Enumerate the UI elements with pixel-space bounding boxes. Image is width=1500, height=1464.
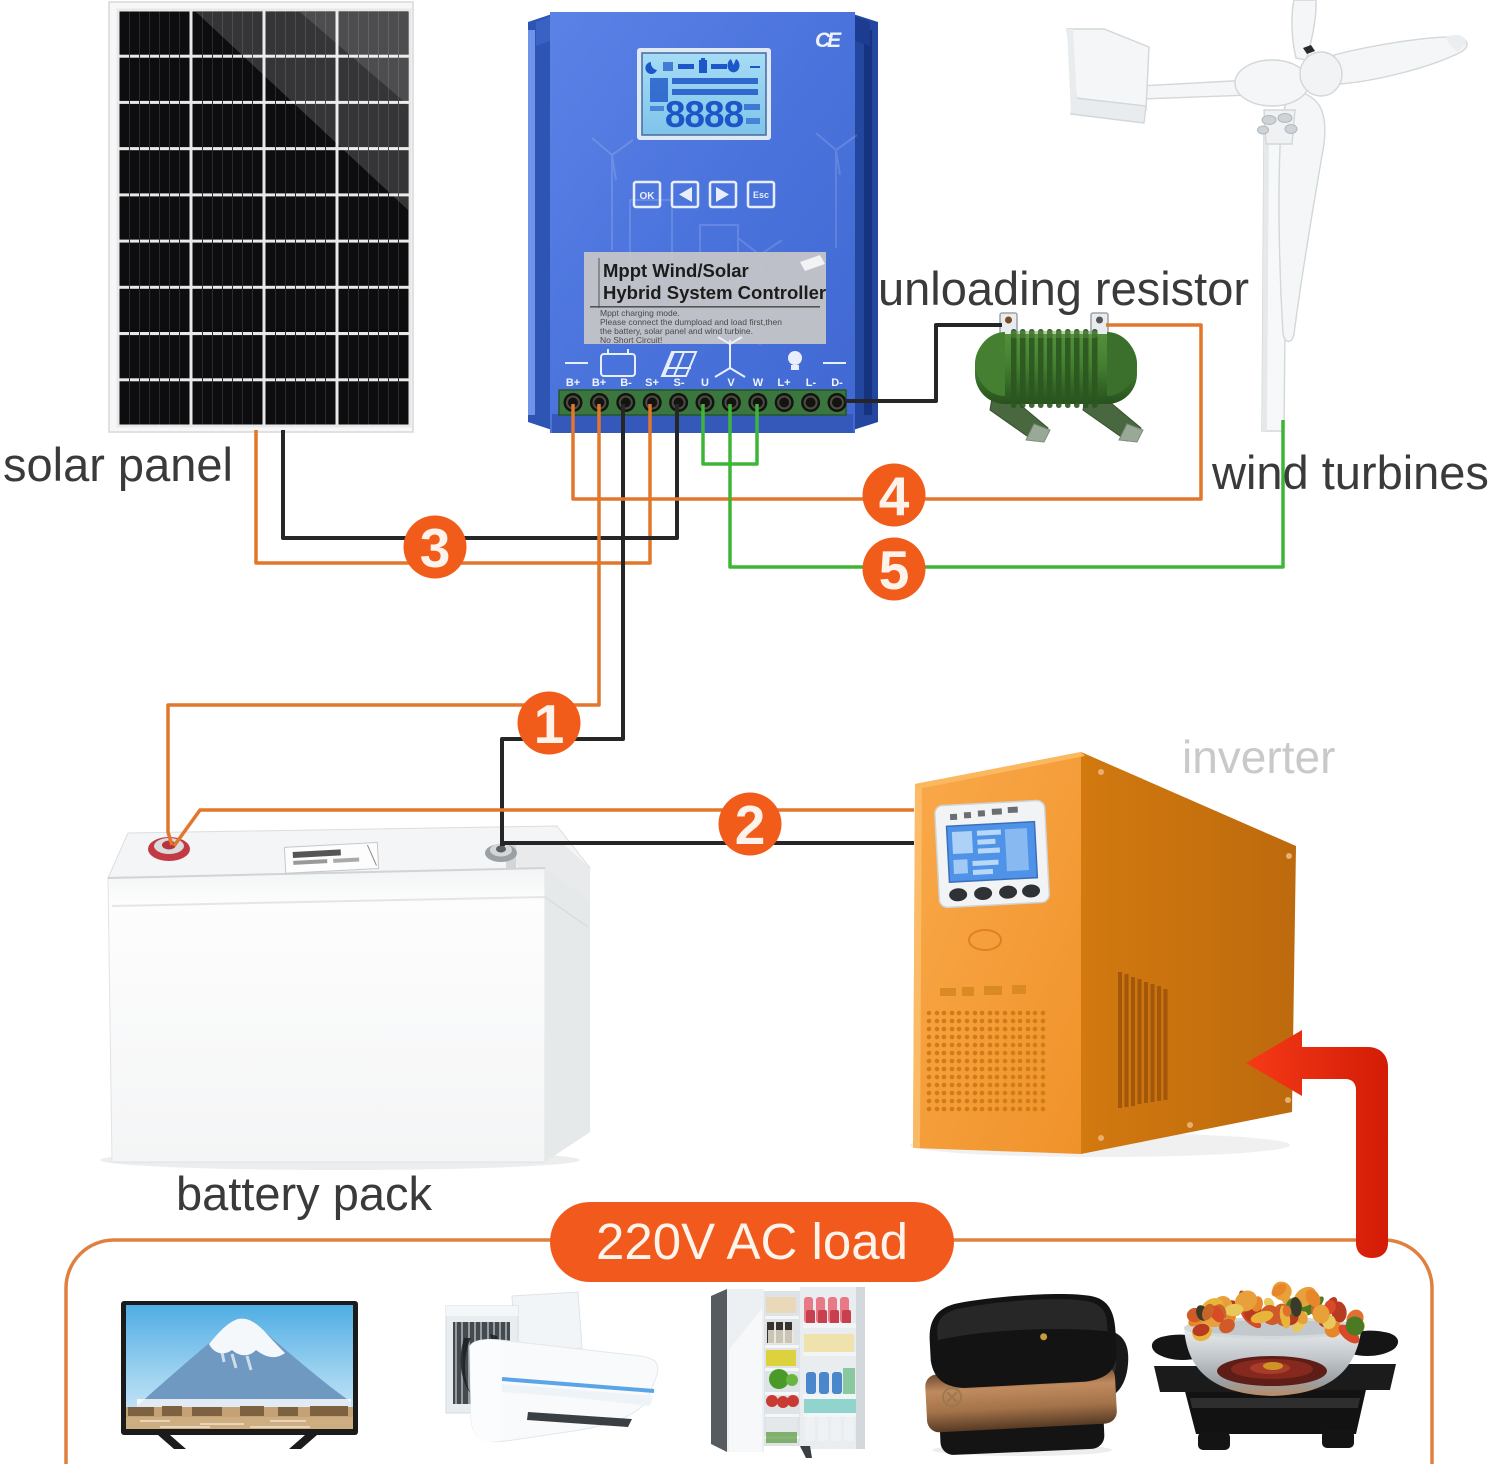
svg-text:8888: 8888: [665, 94, 744, 135]
svg-text:unloading resistor: unloading resistor: [878, 262, 1249, 315]
svg-text:OK: OK: [640, 191, 656, 202]
svg-text:solar panel: solar panel: [3, 438, 233, 491]
svg-text:B-: B-: [620, 377, 632, 389]
svg-text:No Short Circuit!: No Short Circuit!: [600, 335, 662, 345]
svg-text:S-: S-: [674, 377, 685, 389]
svg-text:the battery, solar panel and w: the battery, solar panel and wind turbin…: [600, 326, 753, 336]
svg-text:V: V: [727, 377, 735, 389]
svg-text:5: 5: [879, 539, 910, 601]
svg-text:inverter: inverter: [1182, 731, 1335, 783]
svg-text:L-: L-: [806, 377, 817, 389]
svg-text:Hybrid System Controller: Hybrid System Controller: [603, 282, 826, 303]
svg-text:battery pack: battery pack: [176, 1167, 433, 1220]
svg-text:Esc: Esc: [753, 190, 769, 200]
svg-text:S+: S+: [645, 377, 659, 389]
svg-text:wind turbines: wind turbines: [1211, 446, 1489, 499]
svg-text:220V AC load: 220V AC load: [596, 1213, 908, 1270]
svg-text:CE: CE: [815, 29, 842, 52]
svg-text:Please connect the dumpload an: Please connect the dumpload and load fir…: [600, 317, 782, 327]
svg-text:B+: B+: [592, 377, 606, 389]
svg-text:Mppt charging mode.: Mppt charging mode.: [600, 308, 680, 318]
svg-text:1: 1: [534, 693, 565, 755]
svg-text:2: 2: [735, 794, 766, 856]
svg-text:D-: D-: [831, 377, 843, 389]
svg-text:B+: B+: [566, 377, 580, 389]
svg-text:Mppt Wind/Solar: Mppt Wind/Solar: [603, 260, 749, 281]
svg-text:3: 3: [420, 517, 451, 579]
svg-text:4: 4: [879, 465, 910, 527]
svg-text:W: W: [753, 377, 764, 389]
svg-text:L+: L+: [777, 377, 790, 389]
svg-text:U: U: [701, 377, 709, 389]
